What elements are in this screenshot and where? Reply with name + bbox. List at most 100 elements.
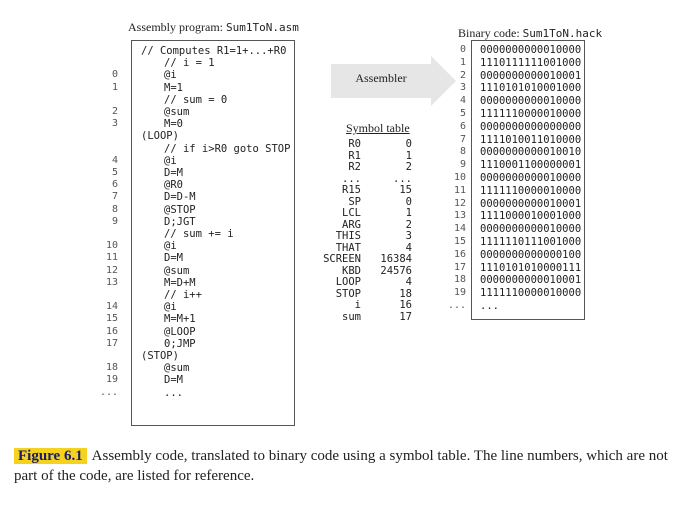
binary-line-number: 1 (459, 56, 466, 68)
binary-line-number: ... (447, 300, 466, 311)
binary-instruction: 1111110000010000 (480, 184, 582, 197)
binary-title-prefix: Binary code: (458, 26, 523, 40)
assembly-line: ... (164, 386, 183, 399)
assembly-line-number: 12 (105, 264, 118, 276)
binary-line-number: 2 (459, 69, 466, 81)
binary-line-number: 4 (459, 95, 466, 107)
binary-instruction: 1110101010001000 (480, 82, 582, 95)
symbol-name: SCREEN (323, 253, 361, 265)
assembly-line-number: 1 (111, 81, 118, 93)
binary-instruction: 1110001100000001 (480, 159, 582, 172)
symbol-value: 4 (405, 276, 412, 288)
assembly-line: @sum (164, 264, 190, 277)
symbol-name: R2 (348, 161, 361, 173)
symbol-name: R1 (348, 149, 361, 162)
symbol-value: 24576 (380, 264, 412, 277)
symbol-name: i (354, 299, 361, 311)
binary-instruction: 0000000000010000 (480, 172, 582, 184)
binary-instruction: 0000000000000000 (480, 120, 582, 133)
assembly-line-number: ... (99, 386, 118, 398)
symbol-value: 15 (399, 184, 412, 196)
symbol-value: 0 (405, 195, 412, 208)
assembly-line: D=M (164, 167, 183, 179)
binary-line-number: 19 (453, 287, 466, 299)
binary-line-number: 14 (453, 223, 466, 235)
assembly-line-number: 4 (111, 154, 118, 166)
symbol-name: KBD (342, 264, 361, 277)
symbol-name: STOP (335, 287, 361, 300)
binary-line-number: 16 (453, 248, 466, 260)
assembly-line-number: 3 (111, 118, 118, 130)
assembly-line-number: 2 (111, 106, 118, 117)
symbol-name: ARG (342, 218, 361, 231)
assembly-line-number: 19 (105, 374, 118, 386)
symbol-name: R0 (348, 138, 361, 150)
assembly-line-number: 0 (111, 69, 118, 81)
figure-label: Figure 6.1 (14, 448, 87, 464)
binary-line-number: 5 (459, 108, 466, 119)
assembly-line: @i (164, 301, 177, 314)
symbol-value: 3 (405, 230, 412, 242)
binary-line-number: 13 (453, 210, 466, 222)
binary-instruction: ... (480, 300, 499, 312)
assembly-line-number: 15 (105, 313, 118, 325)
figure-caption-text: Assembly code, translated to binary code… (14, 448, 668, 484)
symbol-name: THAT (335, 241, 361, 254)
assembly-line: @sum (164, 106, 190, 118)
assembly-line-number: 7 (111, 191, 118, 203)
assembler-label: Assembler (355, 71, 407, 85)
assembly-line: M=0 (164, 118, 183, 131)
binary-instruction: 1111010011010000 (480, 133, 582, 146)
binary-line-number: 10 (453, 172, 466, 183)
binary-title: Binary code: Sum1ToN.hack (458, 26, 602, 41)
binary-instruction: 1111110000010000 (480, 287, 582, 300)
symbol-name: R15 (342, 184, 361, 196)
binary-line-number: 17 (453, 261, 466, 273)
binary-line-number: 6 (459, 120, 466, 132)
assembly-line-number: 5 (111, 167, 118, 178)
assembly-title-prefix: Assembly program: (128, 20, 226, 34)
binary-line-number: 8 (459, 146, 466, 158)
symbol-value: 16384 (380, 253, 412, 265)
assembly-line: // i++ (164, 289, 202, 301)
binary-instruction: 0000000000000100 (480, 248, 582, 261)
assembly-line: M=M+1 (164, 313, 196, 326)
assembly-line: D;JGT (164, 215, 196, 228)
symbol-value: 1 (405, 149, 412, 162)
assembly-line: D=M (164, 374, 183, 387)
binary-instruction: 0000000000010000 (480, 223, 582, 236)
assembly-line-number: 10 (105, 240, 118, 252)
assembly-line: @i (164, 69, 177, 82)
symbol-value: 4 (405, 241, 412, 254)
binary-instruction: 1111110000010000 (480, 108, 582, 120)
binary-instruction: 0000000000010010 (480, 146, 582, 159)
assembly-line-number: 8 (111, 203, 118, 215)
symbol-value: 1 (405, 207, 412, 219)
binary-instruction: 0000000000010001 (480, 69, 582, 82)
binary-instruction: 1110111111001000 (480, 56, 582, 69)
symbol-value: 17 (399, 310, 412, 323)
symbol-name: LOOP (335, 276, 361, 288)
binary-instruction: 0000000000010001 (480, 274, 582, 287)
symbol-value: 2 (405, 218, 412, 231)
binary-line-number: 3 (459, 82, 466, 94)
binary-instruction: 0000000000010000 (480, 44, 582, 56)
binary-line-number: 18 (453, 274, 466, 286)
assembly-line: M=1 (164, 81, 183, 94)
binary-instruction: 1110101010000111 (480, 261, 582, 274)
assembly-line: // i = 1 (164, 57, 215, 70)
binary-line-number: 9 (459, 159, 466, 171)
symbol-name: SP (348, 195, 361, 208)
binary-file-name: Sum1ToN.hack (522, 27, 603, 40)
binary-line-number: 7 (459, 133, 466, 145)
binary-code-box (471, 40, 585, 320)
symbol-name: sum (342, 310, 361, 323)
assembly-file-name: Sum1ToN.asm (226, 21, 299, 34)
symbol-value: 18 (399, 287, 412, 300)
assembly-line: @STOP (164, 203, 196, 216)
assembly-line: @LOOP (164, 325, 196, 338)
assembly-line-number: 14 (105, 301, 118, 313)
assembly-code-box (131, 40, 295, 426)
assembly-line: 0;JMP (164, 337, 196, 350)
assembly-title: Assembly program: Sum1ToN.asm (128, 20, 299, 35)
